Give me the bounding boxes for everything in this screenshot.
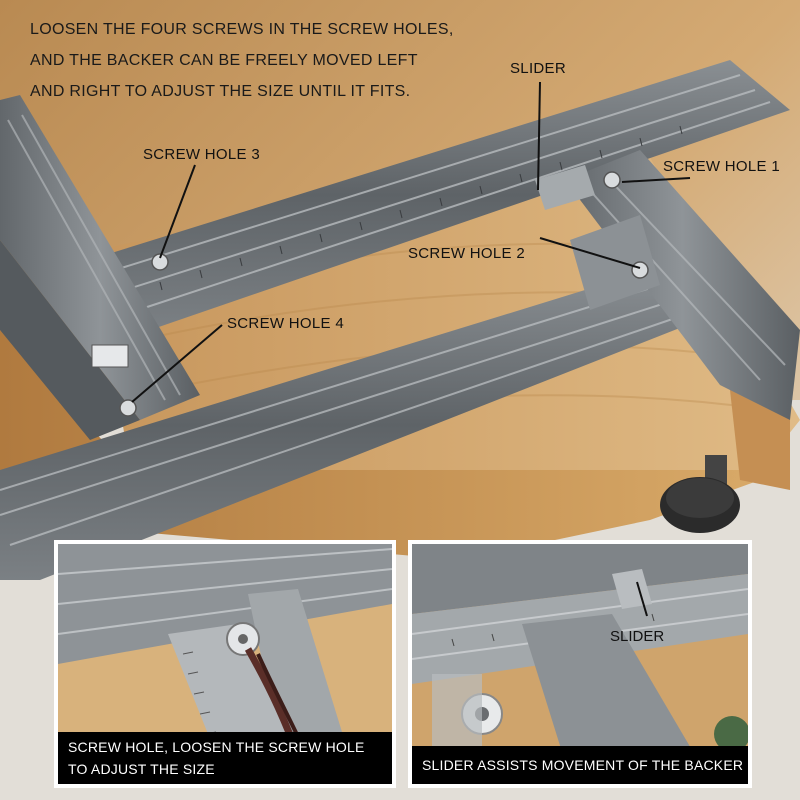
inset-slider-caption-line: SLIDER ASSISTS MOVEMENT OF THE BACKER <box>422 757 744 773</box>
callout-screw-hole-2: SCREW HOLE 2 <box>408 245 525 262</box>
inset-screw-hole-caption-line-1: SCREW HOLE, LOOSEN THE SCREW HOLE <box>68 739 365 755</box>
headline-line-3: AND RIGHT TO ADJUST THE SIZE UNTIL IT FI… <box>30 83 411 100</box>
inset-screw-hole-caption-line-2: TO ADJUST THE SIZE <box>68 761 215 777</box>
callout-slider: SLIDER <box>510 60 566 77</box>
inset-slider-label: SLIDER <box>610 628 665 645</box>
callout-screw-hole-4: SCREW HOLE 4 <box>227 315 344 332</box>
inset-slider: SLIDER SLIDER ASSISTS MOVEMENT OF THE BA… <box>408 540 752 788</box>
inset-screw-hole: SCREW HOLE, LOOSEN THE SCREW HOLE TO ADJ… <box>54 540 396 788</box>
inset-slider-photo <box>412 544 748 784</box>
inset-slider-caption: SLIDER ASSISTS MOVEMENT OF THE BACKER <box>412 746 748 784</box>
headline-line-2: AND THE BACKER CAN BE FREELY MOVED LEFT <box>30 52 418 69</box>
inset-screw-hole-caption: SCREW HOLE, LOOSEN THE SCREW HOLE TO ADJ… <box>58 732 392 784</box>
headline-line-1: LOOSEN THE FOUR SCREWS IN THE SCREW HOLE… <box>30 21 454 38</box>
callout-screw-hole-1: SCREW HOLE 1 <box>663 158 780 175</box>
knob-shape <box>660 455 740 533</box>
callout-screw-hole-3: SCREW HOLE 3 <box>143 146 260 163</box>
headline: LOOSEN THE FOUR SCREWS IN THE SCREW HOLE… <box>30 14 454 107</box>
